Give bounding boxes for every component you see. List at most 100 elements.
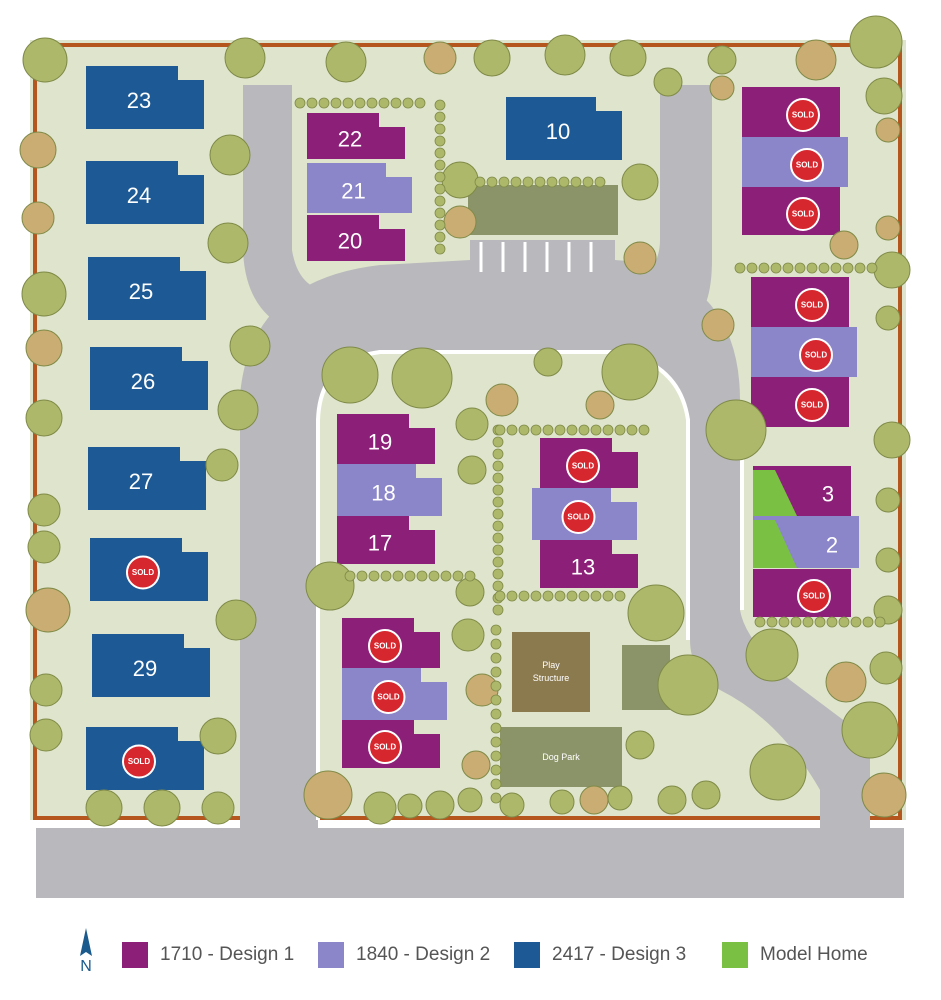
lot-4[interactable]: SOLD — [751, 377, 849, 427]
hedge-icon — [802, 616, 814, 628]
lot-28[interactable]: SOLD — [90, 538, 208, 601]
lot-15[interactable]: SOLD — [540, 438, 638, 488]
lot-number: 20 — [338, 229, 362, 254]
lot-shape — [307, 163, 412, 213]
lot-16a[interactable]: SOLD — [342, 618, 440, 668]
trees-layer — [19, 15, 911, 827]
tree-icon — [745, 628, 799, 682]
lot-22[interactable]: 22 — [307, 113, 405, 159]
lot-19[interactable]: 19 — [337, 414, 435, 464]
tree-icon — [621, 163, 659, 201]
hedge-icon — [434, 195, 446, 207]
lot-number: 25 — [129, 279, 153, 304]
lot-30[interactable]: SOLD — [86, 727, 204, 790]
hedge-icon — [434, 243, 446, 255]
legend-swatch-design-1 — [122, 942, 148, 968]
tree-icon — [224, 37, 266, 79]
hedge-icon — [434, 111, 446, 123]
hedge-icon — [494, 590, 506, 602]
lot-21[interactable]: 21 — [307, 163, 412, 213]
tree-icon — [455, 577, 485, 607]
hedge-icon — [602, 590, 614, 602]
lot-shape — [92, 634, 210, 697]
north-label: N — [80, 958, 92, 975]
road-south — [36, 828, 904, 898]
hedge-icon — [330, 97, 342, 109]
tree-icon — [795, 39, 837, 81]
hedge-icon — [464, 570, 476, 582]
sold-label: SOLD — [792, 111, 814, 120]
tree-icon — [29, 718, 63, 752]
sold-label: SOLD — [128, 757, 150, 766]
lot-shape — [86, 66, 204, 129]
hedge-icon — [578, 590, 590, 602]
hedge-icon — [558, 176, 570, 188]
lot-23[interactable]: 23 — [86, 66, 204, 129]
tree-icon — [579, 785, 609, 815]
dog-park-label: Dog Park — [542, 752, 580, 762]
hedge-icon — [518, 424, 530, 436]
tree-icon — [841, 701, 899, 759]
tree-icon — [549, 789, 575, 815]
tree-icon — [363, 791, 397, 825]
lot-number: 19 — [368, 430, 392, 455]
hedge-icon — [366, 97, 378, 109]
tree-icon — [451, 618, 485, 652]
lot-5[interactable]: SOLD — [751, 327, 857, 377]
lot-29[interactable]: 29 — [92, 634, 210, 697]
lot-24[interactable]: 24 — [86, 161, 204, 224]
sold-badge — [786, 98, 820, 132]
hedge-icon — [838, 616, 850, 628]
road-loop — [240, 240, 870, 840]
sold-label: SOLD — [132, 568, 154, 577]
lot-20[interactable]: 20 — [307, 215, 405, 261]
lot-number: 26 — [131, 369, 155, 394]
tree-icon — [609, 39, 647, 77]
sold-badge — [795, 288, 829, 322]
sold-badge — [799, 338, 833, 372]
hedge-icon — [368, 570, 380, 582]
tree-icon — [25, 399, 63, 437]
lot-number: 29 — [133, 656, 157, 681]
hedge-icon — [492, 496, 504, 508]
lot-14[interactable]: SOLD — [532, 488, 637, 540]
tree-icon — [457, 455, 487, 485]
lot-6[interactable]: SOLD — [751, 277, 849, 327]
hedge-icon — [380, 570, 392, 582]
tree-icon — [485, 383, 519, 417]
hedge-icon — [414, 97, 426, 109]
lot-2[interactable]: 2 — [753, 516, 859, 568]
tree-icon — [425, 790, 455, 820]
sold-badge — [795, 388, 829, 422]
hedge-icon — [492, 508, 504, 520]
lot-27[interactable]: 27 — [88, 447, 206, 510]
lot-9[interactable]: SOLD — [742, 87, 840, 137]
hedge-icon — [434, 219, 446, 231]
lot-13[interactable]: 13 — [540, 540, 638, 588]
sold-label: SOLD — [803, 592, 825, 601]
lot-25[interactable]: 25 — [88, 257, 206, 320]
lot-7[interactable]: SOLD — [742, 187, 840, 235]
lot-17[interactable]: 17 — [337, 516, 435, 564]
hedge-icon — [342, 97, 354, 109]
lot-16c[interactable]: SOLD — [342, 720, 440, 768]
hedge-icon — [490, 778, 502, 790]
lot-18[interactable]: 18 — [337, 464, 442, 516]
play-structure-label-2: Structure — [533, 673, 570, 683]
tree-icon — [27, 530, 61, 564]
map-legend: N 1710 - Design 1 1840 - Design 2 2417 -… — [0, 926, 941, 996]
tree-icon — [209, 134, 251, 176]
tree-icon — [849, 15, 903, 69]
tree-icon — [455, 407, 489, 441]
lot-1[interactable]: SOLD — [753, 569, 851, 617]
hedge-icon — [434, 171, 446, 183]
lot-8[interactable]: SOLD — [742, 137, 848, 187]
hedge-icon — [344, 570, 356, 582]
lot-10[interactable]: 10 — [506, 97, 622, 160]
lot-26[interactable]: 26 — [90, 347, 208, 410]
legend-label-design-2: 1840 - Design 2 — [356, 944, 491, 965]
hedge-icon — [434, 183, 446, 195]
lot-3[interactable]: 3 — [753, 466, 851, 516]
lot-16b[interactable]: SOLD — [342, 668, 447, 720]
green-courtyard — [468, 185, 618, 235]
